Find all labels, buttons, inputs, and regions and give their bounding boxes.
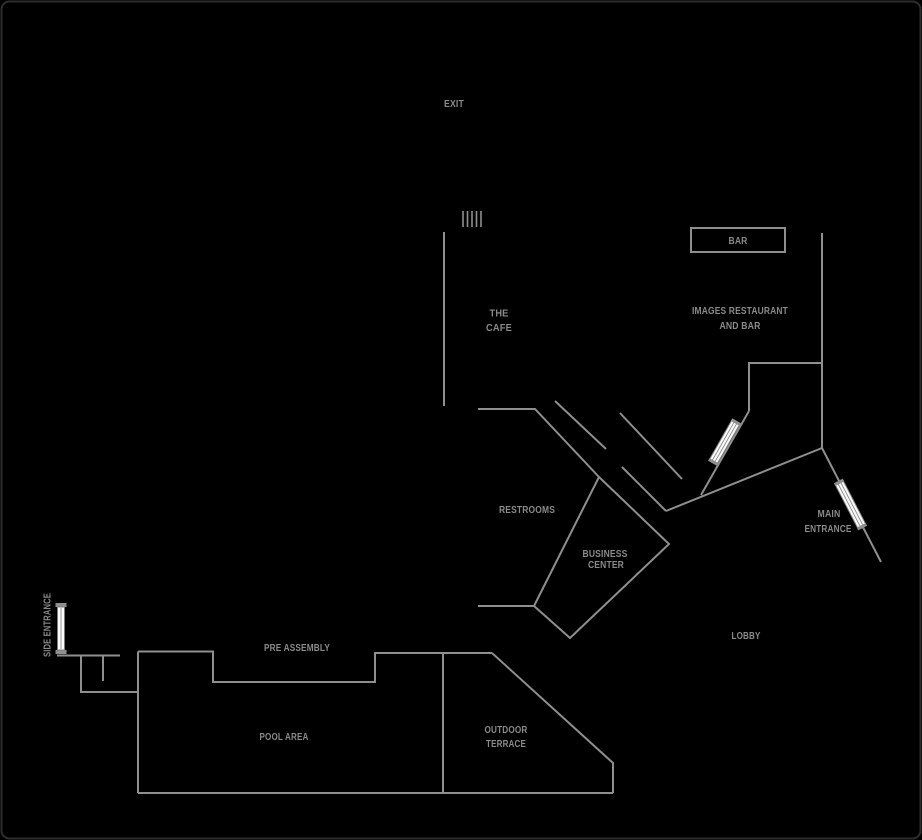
wall-corridor-southwest-lower	[621, 466, 667, 512]
business-center-label-line2: CENTER	[588, 560, 624, 571]
wall-corridor-northeast	[619, 412, 683, 480]
outdoor-terrace-label-line2: TERRACE	[486, 739, 526, 750]
bar-label: BAR	[729, 236, 748, 247]
exit-label: EXIT	[444, 99, 464, 110]
side-entrance-label: SIDE ENTRANCE	[43, 593, 54, 657]
outdoor-terrace-label-line1: OUTDOOR	[485, 725, 528, 736]
restaurant-label-line1: IMAGES RESTAURANT	[692, 306, 788, 317]
wall-corridor-southwest-upper	[554, 400, 607, 450]
bar-counter-outline	[690, 227, 786, 253]
restrooms-label: RESTROOMS	[499, 505, 555, 516]
wall-preassembly-top	[138, 650, 492, 683]
wall-restaurant-internal	[748, 362, 822, 411]
wall-restaurant-southwest	[700, 410, 750, 496]
cafe-label-line2: CAFE	[486, 323, 512, 334]
restaurant-label-line2: AND BAR	[720, 321, 761, 332]
main-entrance-label-line2: ENTRANCE	[805, 524, 852, 535]
business-center-label-line1: BUSINESS	[583, 549, 628, 560]
wall-lobby-north	[665, 447, 823, 512]
wall-business-center	[533, 476, 671, 640]
main-entrance-door-icon	[833, 478, 868, 531]
lobby-label: LOBBY	[732, 631, 761, 642]
wall-side-entrance-alcove	[80, 655, 138, 693]
pre-assembly-label: PRE ASSEMBLY	[264, 643, 330, 654]
cafe-label-line1: THE	[490, 309, 509, 320]
wall-terrace-diagonal	[491, 652, 614, 793]
main-entrance-label-line1: MAIN	[818, 509, 841, 520]
side-entrance-door-icon	[55, 603, 67, 654]
pool-area-label: POOL AREA	[260, 732, 309, 743]
restaurant-door-icon	[708, 418, 741, 466]
walls	[57, 227, 882, 794]
labels: EXIT THE CAFE BAR IMAGES RESTAURANT AND …	[43, 99, 852, 750]
stairs-icon	[462, 211, 482, 227]
